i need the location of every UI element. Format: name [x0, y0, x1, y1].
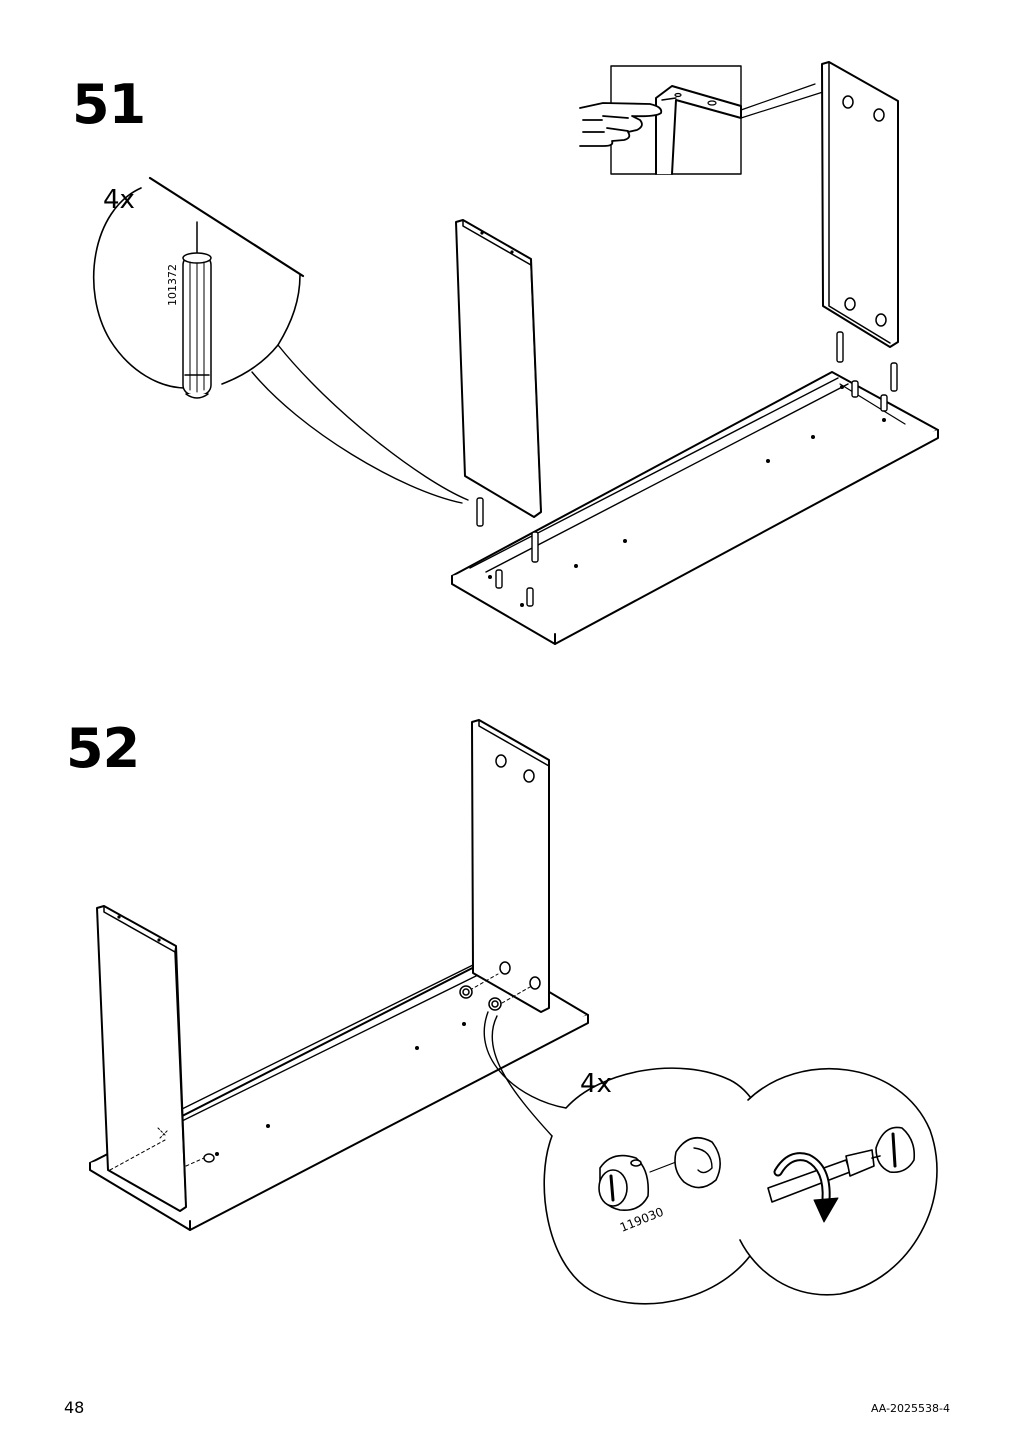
base-panel-assembled [89, 957, 589, 1231]
cam-lock-quantity: 4x [580, 1069, 612, 1099]
upright-panel-left [96, 905, 215, 1212]
side-panel-left [455, 219, 542, 563]
side-panel-right [821, 61, 899, 392]
upright-panel-right [459, 719, 550, 1013]
step-52-number: 52 [66, 717, 140, 780]
rotation-arrow-icon [773, 1152, 839, 1223]
page-number: 48 [64, 1398, 85, 1417]
wooden-dowel [182, 221, 212, 399]
step-51-illustration: 4x 101372 [92, 61, 939, 645]
dowel-part-number: 101372 [166, 264, 179, 306]
document-code: AA-2025538-4 [870, 1402, 950, 1415]
cam-lock-fitting [598, 1136, 721, 1212]
step-51-number: 51 [72, 73, 146, 136]
screwdriver-callout [739, 1068, 938, 1296]
detail-inset [579, 65, 824, 175]
dowel-quantity: 4x [103, 185, 135, 215]
step-52-illustration: 4x 119030 [89, 719, 938, 1305]
dowel-callout: 4x 101372 [92, 176, 469, 504]
cam-lock-callout: 4x 119030 [483, 1011, 776, 1305]
pointing-hand-icon [579, 102, 663, 147]
